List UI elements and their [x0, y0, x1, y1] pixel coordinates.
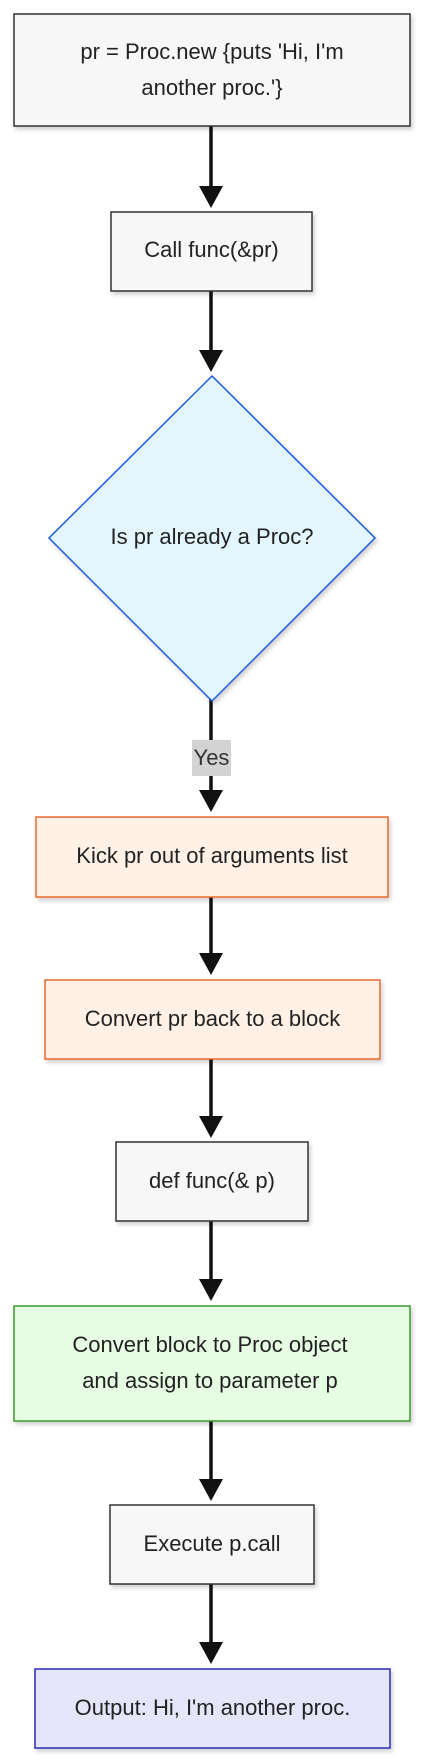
arrowheads [199, 186, 223, 1664]
node-convert-proc-line-2: and assign to parameter p [82, 1368, 338, 1393]
node-convert-proc: Convert block to Proc object and assign … [13, 1305, 411, 1422]
arrowhead-proc [199, 1279, 223, 1301]
edge-label-text: Yes [194, 745, 230, 770]
arrowhead-def [199, 1116, 223, 1138]
node-create-proc-box [13, 13, 411, 127]
decision-diamond [47, 374, 377, 703]
node-kick-out-label: Kick pr out of arguments list [76, 843, 347, 868]
arrowhead-execute [199, 1479, 223, 1501]
arrowhead-call [199, 186, 223, 208]
arrowhead-kick [199, 790, 223, 812]
node-create-proc: pr = Proc.new {puts 'Hi, I'm another pro… [13, 13, 411, 127]
node-output-box [34, 1668, 391, 1749]
node-def-func-label: def func(& p) [149, 1168, 275, 1193]
arrowhead-output [199, 1642, 223, 1664]
node-output-label: Output: Hi, I'm another proc. [75, 1695, 351, 1720]
edge-label-yes: Yes [192, 740, 231, 776]
node-convert-proc-box [13, 1305, 411, 1422]
node-is-proc: Is pr already a Proc? [47, 374, 377, 703]
node-convert-block-label: Convert pr back to a block [85, 1006, 342, 1031]
node-def-func: def func(& p) [115, 1141, 309, 1222]
node-convert-block-box [44, 979, 381, 1060]
node-output: Output: Hi, I'm another proc. [34, 1668, 391, 1749]
node-call-func: Call func(&pr) [110, 211, 313, 292]
node-kick-out: Kick pr out of arguments list [35, 816, 389, 898]
node-kick-out-box [35, 816, 389, 898]
node-call-func-label: Call func(&pr) [144, 237, 278, 262]
arrowhead-convert [199, 953, 223, 975]
node-execute-label: Execute p.call [144, 1531, 281, 1556]
node-convert-block: Convert pr back to a block [44, 979, 381, 1060]
node-create-proc-line-2: another proc.'} [141, 75, 282, 100]
node-convert-proc-line-1: Convert block to Proc object [72, 1332, 347, 1357]
node-def-func-box [115, 1141, 309, 1222]
arrowhead-decision [199, 350, 223, 372]
decision-label: Is pr already a Proc? [111, 524, 314, 549]
node-execute-box [109, 1504, 315, 1585]
node-execute: Execute p.call [109, 1504, 315, 1585]
edge-label-background [192, 740, 231, 776]
node-create-proc-line-1: pr = Proc.new {puts 'Hi, I'm [80, 39, 343, 64]
node-call-func-box [110, 211, 313, 292]
